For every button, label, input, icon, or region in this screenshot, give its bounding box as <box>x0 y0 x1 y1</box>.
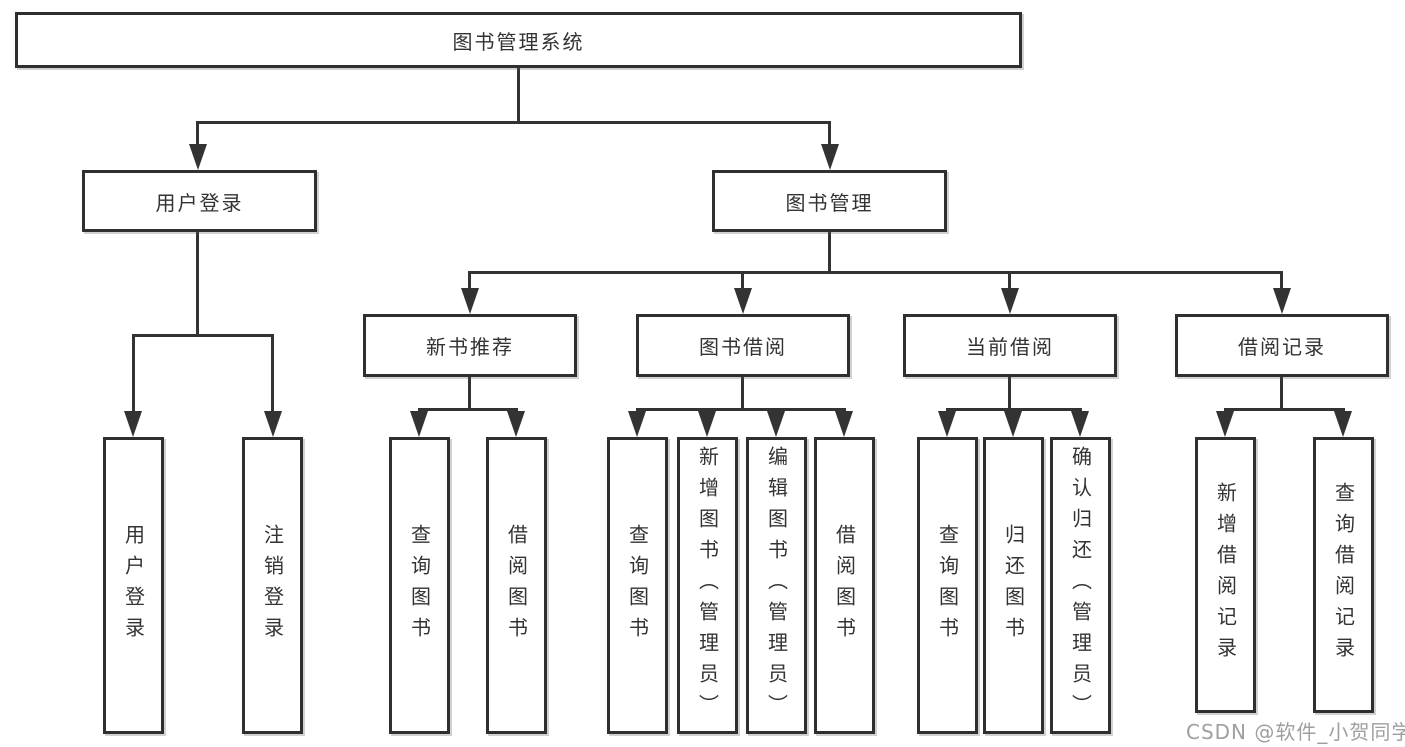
connector-vline <box>1224 408 1227 413</box>
leaf-user-login: 用户登录 <box>103 437 164 734</box>
arrow-down-icon <box>698 411 716 437</box>
arrow-down-icon <box>1273 288 1291 314</box>
node-label: 归还图书 <box>1001 523 1026 648</box>
arrow-down-icon <box>1334 411 1352 437</box>
connector-hline <box>636 408 846 411</box>
node-label: 新增图书（管理员） <box>695 446 720 725</box>
node-label: 查询图书 <box>407 523 432 648</box>
leaf-query-books-1: 查询图书 <box>389 437 450 734</box>
arrow-down-icon <box>1071 411 1089 437</box>
node-book-management: 图书管理 <box>712 170 947 232</box>
connector-hline <box>1224 408 1345 411</box>
connector-hline <box>468 271 1283 274</box>
node-label: 图书借阅 <box>699 335 787 359</box>
node-label: 借阅图书 <box>504 523 529 648</box>
node-label: 新增借阅记录 <box>1213 482 1238 668</box>
node-label: 确认归还（管理员） <box>1068 446 1093 725</box>
arrow-down-icon <box>461 288 479 314</box>
node-library-system: 图书管理系统 <box>15 12 1022 68</box>
node-label: 新书推荐 <box>426 335 514 359</box>
connector-vline <box>1008 377 1011 408</box>
connector-vline <box>418 408 421 413</box>
arrow-down-icon <box>507 411 525 437</box>
leaf-add-book-admin: 新增图书（管理员） <box>677 437 738 734</box>
node-label: 注销登录 <box>260 523 285 648</box>
node-label: 图书管理 <box>785 190 874 215</box>
node-label: 图书管理系统 <box>452 29 585 54</box>
arrow-down-icon <box>938 411 956 437</box>
arrow-down-icon <box>410 411 428 437</box>
connector-vline <box>1079 408 1082 413</box>
arrow-down-icon <box>1004 411 1022 437</box>
leaf-borrow-books-2: 借阅图书 <box>814 437 875 734</box>
leaf-logout: 注销登录 <box>242 437 303 734</box>
connector-vline <box>706 408 709 413</box>
connector-vline <box>515 408 518 413</box>
connector-hline <box>132 334 274 337</box>
connector-vline <box>775 408 778 413</box>
node-current-borrowing: 当前借阅 <box>903 314 1117 377</box>
connector-vline <box>828 232 831 271</box>
arrow-down-icon <box>189 144 207 170</box>
leaf-query-borrow-record: 查询借阅记录 <box>1313 437 1374 713</box>
node-label: 当前借阅 <box>966 335 1054 359</box>
node-label: 查询图书 <box>625 523 650 648</box>
arrow-down-icon <box>264 411 282 437</box>
leaf-confirm-return-admin: 确认归还（管理员） <box>1050 437 1111 734</box>
connector-vline <box>1008 271 1011 288</box>
node-label: 编辑图书（管理员） <box>764 446 789 725</box>
node-label: 借阅记录 <box>1238 335 1326 359</box>
connector-vline <box>196 232 199 334</box>
arrow-down-icon <box>734 288 752 314</box>
leaf-query-books-3: 查询图书 <box>917 437 978 734</box>
arrow-down-icon <box>1001 288 1019 314</box>
arrow-down-icon <box>124 411 142 437</box>
connector-vline <box>468 377 471 408</box>
connector-hline <box>418 408 518 411</box>
arrow-down-icon <box>628 411 646 437</box>
connector-vline <box>946 408 949 413</box>
node-label: 用户登录 <box>155 190 244 215</box>
leaf-edit-book-admin: 编辑图书（管理员） <box>746 437 807 734</box>
leaf-add-borrow-record: 新增借阅记录 <box>1195 437 1256 713</box>
connector-vline <box>843 408 846 413</box>
connector-vline <box>517 68 520 121</box>
watermark: CSDN @软件_小贺同学 <box>1186 720 1405 744</box>
leaf-return-book: 归还图书 <box>983 437 1044 734</box>
leaf-query-books-2: 查询图书 <box>607 437 668 734</box>
connector-vline <box>1342 408 1345 413</box>
connector-vline <box>468 271 471 288</box>
connector-vline <box>1012 408 1015 413</box>
connector-vline <box>271 334 274 411</box>
connector-vline <box>132 334 135 411</box>
connector-vline <box>1280 271 1283 288</box>
connector-hline <box>196 121 831 124</box>
node-book-borrowing: 图书借阅 <box>636 314 850 377</box>
arrow-down-icon <box>767 411 785 437</box>
node-user-login: 用户登录 <box>82 170 317 232</box>
arrow-down-icon <box>1216 411 1234 437</box>
connector-vline <box>636 408 639 413</box>
leaf-borrow-books-1: 借阅图书 <box>486 437 547 734</box>
connector-vline <box>196 121 199 146</box>
node-label: 查询图书 <box>935 523 960 648</box>
node-label: 用户登录 <box>121 523 146 648</box>
connector-vline <box>741 377 744 408</box>
arrow-down-icon <box>821 144 839 170</box>
connector-vline <box>741 271 744 288</box>
node-borrowing-records: 借阅记录 <box>1175 314 1389 377</box>
arrow-down-icon <box>835 411 853 437</box>
node-label: 查询借阅记录 <box>1331 482 1356 668</box>
node-new-book-recommend: 新书推荐 <box>363 314 577 377</box>
connector-vline <box>828 121 831 146</box>
connector-vline <box>1280 377 1283 408</box>
node-label: 借阅图书 <box>832 523 857 648</box>
